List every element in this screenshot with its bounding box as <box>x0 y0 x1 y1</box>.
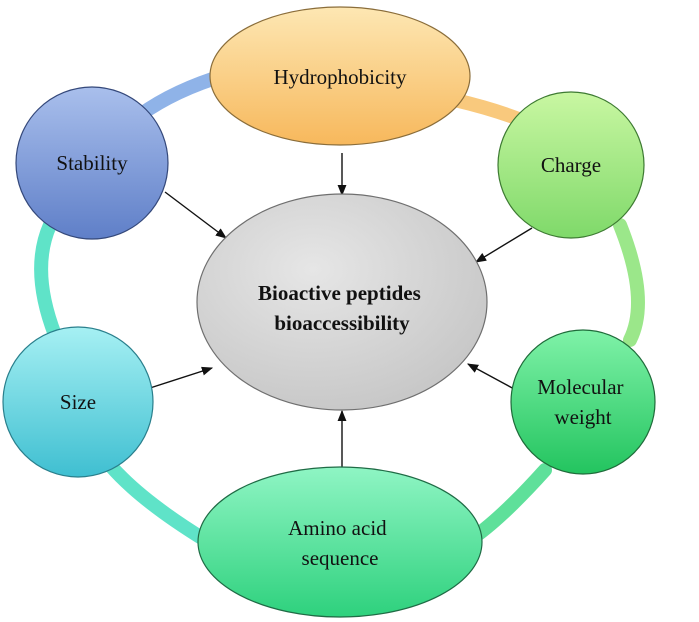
arrows <box>149 153 533 468</box>
center-node: Bioactive peptides bioaccessibility <box>196 193 488 411</box>
ring-segment <box>103 458 212 547</box>
charge-circle <box>497 91 645 239</box>
molecular-weight-circle <box>510 329 656 475</box>
ring-segment <box>463 463 552 547</box>
center-ellipse <box>196 193 488 411</box>
node-hydrophobicity: Hydrophobicity <box>209 6 471 146</box>
stability-label: Stability <box>56 151 128 175</box>
amino-acid-sequence-label: Amino acid sequence <box>288 516 392 570</box>
node-charge: Charge <box>497 91 645 239</box>
size-label: Size <box>60 390 96 414</box>
hydrophobicity-label: Hydrophobicity <box>274 65 407 89</box>
molecular-weight-label: Molecular weight <box>537 375 629 429</box>
arrow-size-to-center <box>149 366 214 389</box>
hydrophobicity-ellipse <box>209 6 471 146</box>
arrow-molecular-weight-to-center <box>467 363 517 391</box>
arrow-charge-to-center <box>475 227 533 263</box>
center-label-line-2: bioaccessibility <box>274 311 410 335</box>
size-circle <box>2 326 154 478</box>
amino-acid-sequence-ellipse <box>197 466 483 618</box>
center-label-line-1: Bioactive peptides <box>258 281 421 305</box>
stability-circle <box>15 86 169 240</box>
node-size: Size <box>2 326 154 478</box>
node-amino-acid-sequence: Amino acid sequence <box>197 466 483 618</box>
ring-segment <box>613 218 645 347</box>
charge-label: Charge <box>541 153 601 177</box>
ring-segment <box>34 218 62 342</box>
node-stability: Stability <box>15 86 169 240</box>
arrow-stability-to-center <box>164 191 227 239</box>
center-label: Bioactive peptides bioaccessibility <box>258 281 426 335</box>
node-molecular-weight: Molecular weight <box>510 329 656 475</box>
